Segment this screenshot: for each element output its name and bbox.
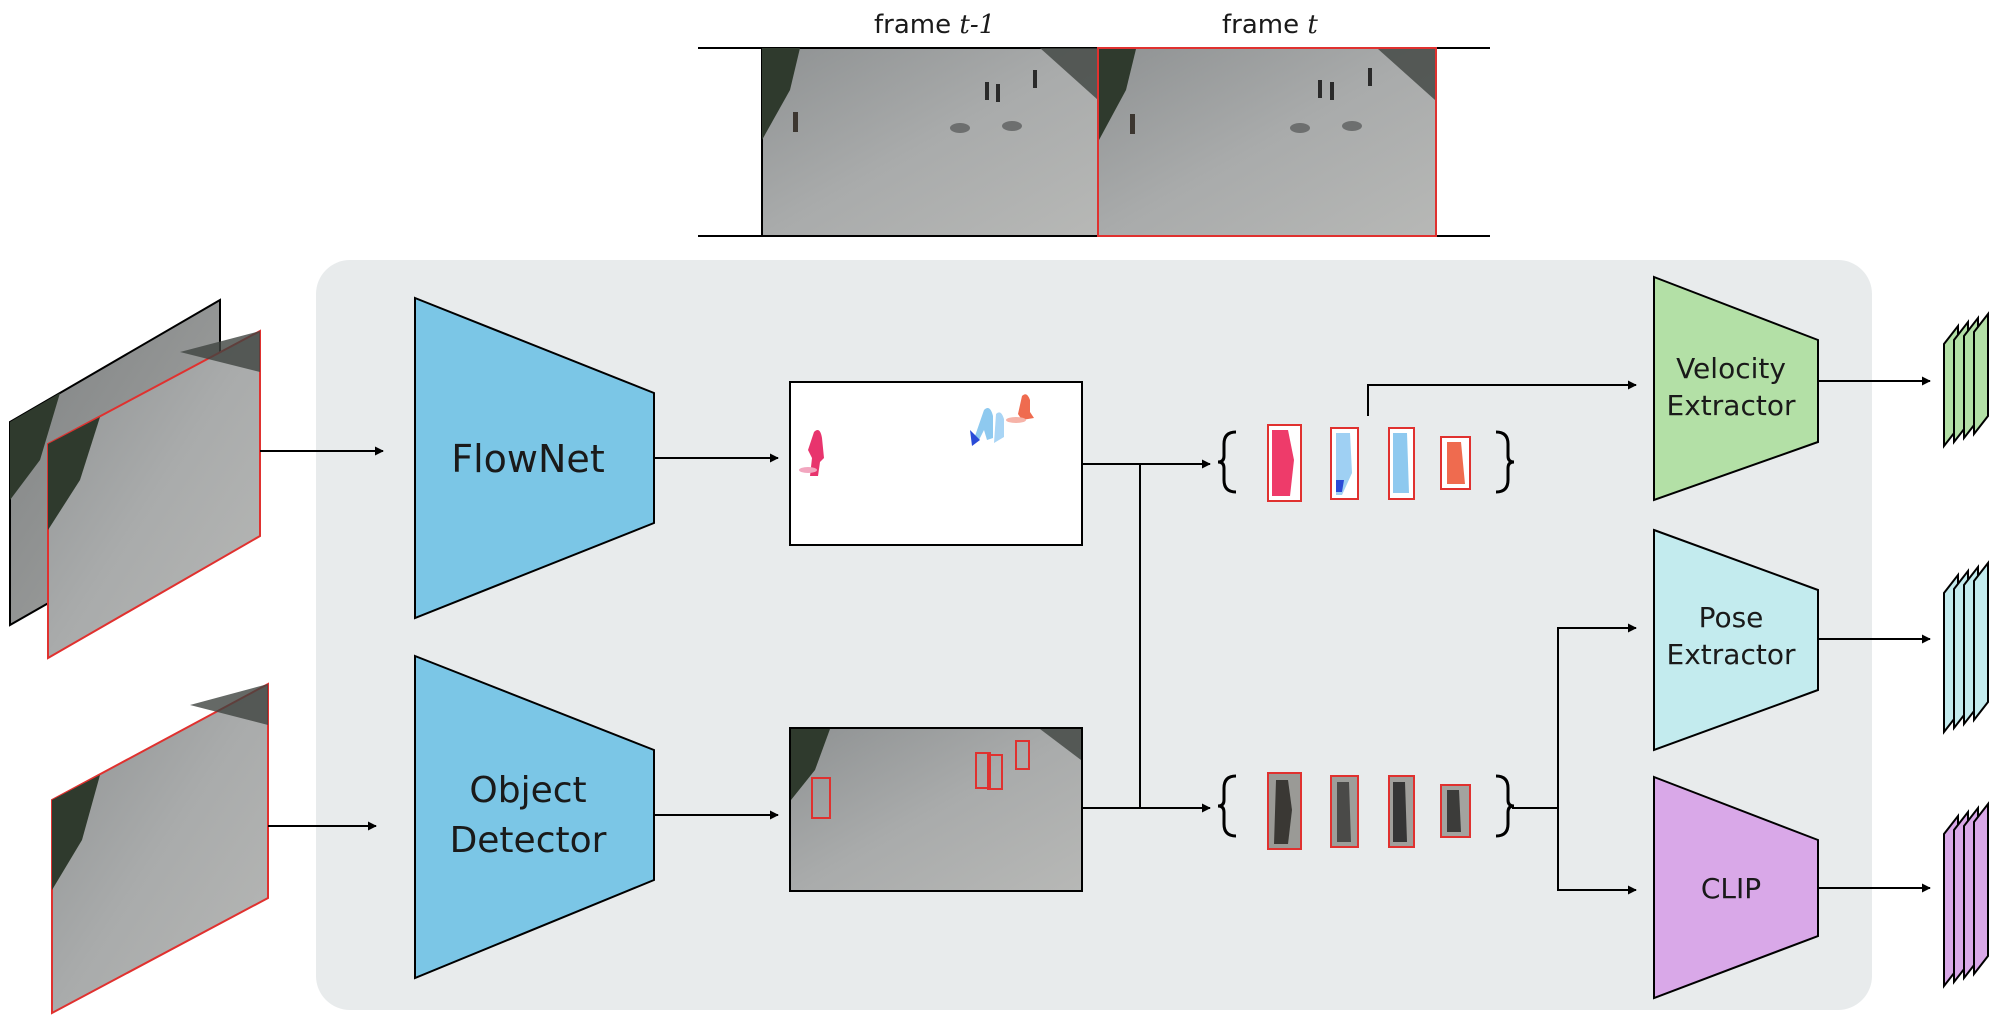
frame-prev-label: frame t-1 <box>874 10 995 40</box>
velocity-label-line2: Extractor <box>1667 389 1796 422</box>
pose-label-line2: Extractor <box>1667 638 1796 671</box>
object-detector-block <box>414 654 655 980</box>
velocity-extractor-block <box>1653 275 1819 502</box>
velocity-label-line1: Velocity <box>1676 352 1786 385</box>
frame-cur-image <box>1097 47 1437 237</box>
frame-pair-illustration: frame t-1 frame t <box>698 10 1490 237</box>
velocity-feature-stack <box>1943 311 1989 449</box>
connector-lines <box>260 376 1931 895</box>
pose-extractor-block <box>1653 528 1819 752</box>
frame-prev-image <box>761 47 1099 237</box>
optical-flow-map <box>789 381 1083 546</box>
input-frame-pair-stack <box>9 298 261 660</box>
pipeline-panel <box>316 260 1872 1010</box>
clip-label: CLIP <box>1701 872 1761 905</box>
input-current-frame <box>51 682 269 1015</box>
detector-label-line2: Detector <box>450 820 607 861</box>
pose-label-line1: Pose <box>1699 601 1764 634</box>
frame-cur-label: frame t <box>1222 10 1318 40</box>
clip-feature-stack <box>1943 801 1989 989</box>
detector-label-line1: Object <box>469 770 586 811</box>
clip-block <box>1653 775 1819 1000</box>
flow-crop-set <box>1217 424 1515 502</box>
detection-result-image <box>789 727 1083 892</box>
flownet-label: FlowNet <box>451 437 604 481</box>
pose-feature-stack <box>1943 560 1989 735</box>
flownet-block <box>414 296 655 620</box>
appearance-crop-set <box>1217 772 1515 850</box>
